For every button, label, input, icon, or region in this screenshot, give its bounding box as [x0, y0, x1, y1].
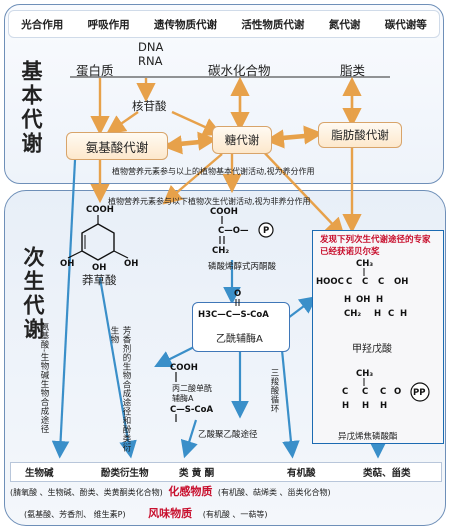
svg-text:O: O	[394, 387, 401, 397]
svg-text:HOOC: HOOC	[316, 277, 344, 287]
basic-metabolism-title: 基本代谢	[19, 60, 44, 156]
acetyl-coa-label: 乙酰辅酶A	[216, 334, 263, 345]
nucleotide-label: 核苷酸	[132, 99, 167, 113]
shikimic-acid-label: 莽草酸	[82, 273, 117, 287]
header-item: 氮代谢	[328, 18, 361, 31]
acetyl-coa-structure: O	[234, 289, 241, 306]
lipid-label: 脂类	[340, 63, 366, 78]
svg-text:H: H	[380, 401, 387, 411]
aromatic-pathway-label: 芳香剂的生物合成途径和酚类衍生物	[109, 326, 131, 452]
alkaloid-pathway-label: 氨基酸-生物碱生物合成途径	[39, 322, 49, 434]
nobel-pathway-box	[312, 230, 444, 444]
svg-text:C—O—: C—O—	[218, 226, 249, 236]
flavor-right: (有机酸 、一萜等)	[202, 510, 268, 519]
allelochemical-right: (有机酸、萜烯类 、甾类化合物)	[217, 488, 331, 497]
sugar-metabolism-box: 糖代谢	[212, 126, 272, 154]
pep-label: 磷酸烯醇式丙酮酸	[208, 262, 277, 272]
header-item: 碳代谢等	[384, 18, 427, 31]
pep-structure: COOH C—O— P CH₂	[210, 207, 274, 256]
header-item: 活性物质代谢	[241, 18, 305, 31]
rna-label: RNA	[138, 54, 163, 68]
svg-text:CH₂: CH₂	[212, 246, 229, 256]
svg-text:OH: OH	[92, 263, 106, 270]
svg-text:H: H	[342, 401, 349, 411]
secondary-metabolism-title: 次生代谢	[21, 246, 46, 342]
svg-text:CH₃: CH₃	[356, 259, 373, 269]
header-item: 光合作用	[21, 18, 64, 31]
svg-text:C: C	[346, 277, 352, 287]
ipp-label: 异戊烯焦磷酸酯	[338, 432, 398, 442]
dna-label: DNA	[138, 40, 164, 54]
svg-text:H: H	[400, 309, 407, 319]
svg-text:C: C	[388, 309, 394, 319]
svg-text:H: H	[374, 309, 381, 319]
secondary-note: 植物营养元素参与以下植物次生代谢活动,视为非养分作用	[108, 197, 311, 206]
svg-text:OH: OH	[394, 277, 408, 287]
product-flavonoid: 类 黄 酮	[179, 468, 215, 479]
acetyl-coa-formula: H3C—C—S-CoA	[198, 310, 269, 320]
header-item: 遗传物质代谢	[154, 18, 218, 31]
product-terpene: 类萜、甾类	[363, 468, 411, 479]
svg-text:OH: OH	[356, 295, 370, 305]
svg-text:CH₃: CH₃	[356, 369, 373, 379]
allelochemical-left: (腈氧酸 、生物碱、酚类、类黄酮类化合物)	[10, 488, 163, 497]
flavor-row: (氨基酸、芳香剂、 维生素P) 风味物质 (有机酸 、一萜等)	[10, 505, 440, 521]
product-bar: 生物碱 酚类衍生物 类 黄 酮 有机酸 类萜、甾类	[10, 462, 442, 482]
carbohydrate-label: 碳水化合物	[208, 63, 271, 78]
acetyl-coa-box	[192, 302, 290, 352]
allelochemical-row: (腈氧酸 、生物碱、酚类、类黄酮类化合物) 化感物质 (有机酸、萜烯类 、甾类化…	[10, 483, 440, 499]
header-item: 呼吸作用	[87, 18, 130, 31]
primary-note: 植物营养元素参与以上的植物基本代谢活动,视为养分作用	[112, 167, 315, 176]
malonyl-coa-structure: COOH C—S-CoA	[170, 363, 213, 422]
svg-text:C: C	[342, 387, 348, 397]
product-organic-acid: 有机酸	[287, 468, 316, 479]
malonyl-coa-label: 丙二酸单酰辅酶A	[172, 384, 212, 403]
nobel-note: 发现下列次生代谢途径的专家已经获诺贝尔奖	[320, 235, 431, 257]
svg-text:OH: OH	[60, 259, 74, 269]
flavor-left: (氨基酸、芳香剂、 维生素P)	[24, 510, 126, 519]
header-bar: 光合作用 呼吸作用 遗传物质代谢 活性物质代谢 氮代谢 碳代谢等	[8, 10, 440, 38]
svg-text:C: C	[378, 277, 384, 287]
pp-label: PP	[413, 388, 425, 398]
svg-text:CH₂: CH₂	[344, 309, 361, 319]
svg-text:COOH: COOH	[86, 205, 114, 215]
product-phenolic: 酚类衍生物	[101, 468, 149, 479]
shikimic-acid-structure: COOH OH OH OH	[60, 205, 138, 270]
svg-text:H: H	[344, 295, 351, 305]
tca-label: 三羧酸循环	[269, 368, 279, 413]
polyketide-label: 乙酸聚乙酸途径	[198, 430, 258, 440]
mevalonic-acid-label: 甲羟戊酸	[352, 344, 392, 355]
flavor-title: 风味物质	[148, 507, 193, 520]
svg-text:C: C	[380, 387, 386, 397]
svg-text:OH: OH	[124, 259, 138, 269]
product-alkaloid: 生物碱	[25, 468, 54, 479]
svg-text:C: C	[362, 277, 368, 287]
amino-acid-metabolism-box: 氨基酸代谢	[66, 132, 168, 160]
fatty-acid-metabolism-box: 脂肪酸代谢	[318, 122, 402, 148]
svg-text:H: H	[362, 401, 369, 411]
phosphate-label: P	[263, 226, 269, 236]
svg-text:H: H	[376, 295, 383, 305]
protein-label: 蛋白质	[76, 63, 114, 78]
svg-text:C—S-CoA: C—S-CoA	[170, 405, 213, 415]
svg-text:C: C	[362, 387, 368, 397]
svg-text:O: O	[234, 289, 241, 299]
svg-text:COOH: COOH	[170, 363, 198, 373]
allelochemical-title: 化感物质	[168, 485, 213, 498]
mevalonate-structures: CH₃ HOOC C C C OH H OH H CH₂ H C H CH₃ C…	[316, 259, 430, 411]
svg-text:COOH: COOH	[210, 207, 238, 217]
